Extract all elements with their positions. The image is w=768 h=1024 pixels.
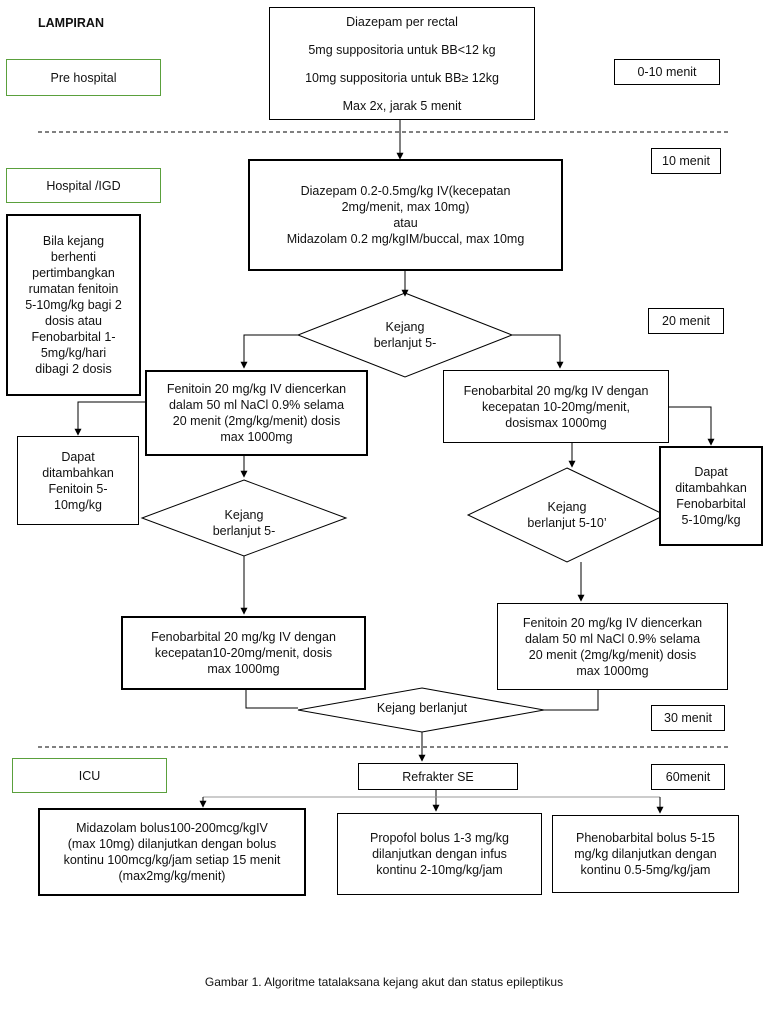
decision-line: Kejang [547, 500, 587, 514]
box-line: rumatan fenitoin [28, 282, 119, 296]
box-line: mg/kg dilanjutkan dengan [574, 847, 717, 861]
box-line: 2mg/menit, max 10mg) [341, 200, 470, 214]
box-dapat-fenitoin: Dapat ditambahkan Fenitoin 5- 10mg/kg [17, 436, 139, 525]
decision-diamond [466, 467, 667, 563]
box-fenobarbital-right: Fenobarbital 20 mg/kg IV dengan kecepata… [443, 370, 669, 443]
box-line: 5mg/kg/hari [40, 346, 107, 360]
decision-line: berlanjut 5- [373, 336, 437, 350]
box-fenobarbital-left: Fenobarbital 20 mg/kg IV dengan kecepata… [121, 616, 366, 690]
time-label: 10 menit [651, 148, 721, 174]
box-midazolam: Midazolam bolus100-200mcg/kgIV (max 10mg… [38, 808, 306, 896]
box-line: 5-10mg/kg [681, 513, 741, 527]
box-line: kontinu 100mcg/kg/jam setiap 15 menit [63, 853, 281, 867]
box-line: ditambahkan [42, 465, 114, 480]
box-diazepam-rectal: Diazepam per rectal 5mg suppositoria unt… [269, 7, 535, 120]
box-line: pertimbangkan [32, 266, 115, 280]
box-line: dosis atau [45, 314, 102, 328]
box-refrakter-se: Refrakter SE [358, 763, 518, 790]
box-line: max 1000mg [576, 663, 649, 678]
box-line: 5mg suppositoria untuk BB<12 kg [308, 42, 496, 57]
box-line: dalam 50 ml NaCl 0.9% selama [524, 631, 701, 646]
box-line: atau [393, 216, 418, 230]
box-line: Fenobarbital [676, 497, 746, 511]
phase-label-icu: ICU [12, 758, 167, 793]
box-line: Fenobarbital 20 mg/kg IV dengan [151, 630, 336, 644]
box-line: Fenitoin 20 mg/kg IV diencerkan [166, 382, 347, 396]
box-line: 20 menit (2mg/kg/menit) dosis [528, 647, 697, 662]
box-line: dibagi 2 dosis [35, 362, 112, 376]
box-line: dilanjutkan dengan infus [372, 847, 507, 861]
box-line: Propofol bolus 1-3 mg/kg [370, 831, 509, 845]
decision-label: Kejang berlanjut [342, 700, 502, 716]
box-line: Fenitoin 5- [48, 481, 108, 496]
box-line: kontinu 0.5-5mg/kg/jam [580, 863, 711, 877]
figure-caption: Gambar 1. Algoritme tatalaksana kejang a… [204, 975, 564, 989]
decision-line: Kejang berlanjut [376, 701, 468, 715]
box-line: Midazolam 0.2 mg/kgIM/buccal, max 10mg [286, 232, 525, 246]
box-line: Fenitoin 20 mg/kg IV diencerkan [522, 615, 703, 630]
box-line: max 1000mg [207, 662, 280, 676]
decision-line: Kejang [224, 508, 264, 522]
box-line: dosismax 1000mg [505, 415, 607, 430]
box-line: 10mg/kg [54, 497, 102, 512]
box-phenobarbital: Phenobarbital bolus 5-15 mg/kg dilanjutk… [552, 815, 739, 893]
box-line: 10mg suppositoria untuk BB≥ 12kg [305, 70, 499, 85]
box-line: Fenobarbital 20 mg/kg IV dengan [463, 383, 649, 398]
box-line: berhenti [50, 250, 97, 264]
decision-line: Kejang [385, 320, 425, 334]
box-line: Fenobarbital 1- [31, 330, 116, 344]
box-line: kecepatan 10-20mg/menit, [481, 399, 630, 414]
box-line: Diazepam 0.2-0.5mg/kg IV(kecepatan [300, 184, 511, 198]
time-label: 30 menit [651, 705, 725, 731]
phase-label-hospital: Hospital /IGD [6, 168, 161, 203]
decision-label: Kejang berlanjut 5- [345, 319, 465, 351]
box-line: ditambahkan [675, 481, 747, 495]
box-line: max 1000mg [220, 430, 293, 444]
box-line: Phenobarbital bolus 5-15 [576, 831, 715, 845]
box-line: Dapat [61, 449, 95, 464]
box-line: (max2mg/kg/menit) [118, 869, 226, 883]
box-line: Max 2x, jarak 5 menit [342, 98, 462, 113]
box-fenitoin-right: Fenitoin 20 mg/kg IV diencerkan dalam 50… [497, 603, 728, 690]
box-line: Dapat [694, 465, 728, 479]
box-fenitoin-left: Fenitoin 20 mg/kg IV diencerkan dalam 50… [145, 370, 368, 456]
box-line: dalam 50 ml NaCl 0.9% selama [168, 398, 345, 412]
time-label: 60menit [651, 764, 725, 790]
box-line: 5-10mg/kg bagi 2 [25, 298, 122, 312]
box-bila-kejang-berhenti: Bila kejang berhenti pertimbangkan rumat… [6, 214, 141, 396]
box-line: kecepatan10-20mg/menit, dosis [154, 646, 333, 660]
box-line: 20 menit (2mg/kg/menit) dosis [172, 414, 341, 428]
decision-line: berlanjut 5- [212, 524, 276, 538]
decision-label: Kejang berlanjut 5-10’ [507, 499, 627, 531]
box-line: Bila kejang [42, 234, 105, 248]
decision-diamond [296, 292, 514, 378]
decision-label: Kejang berlanjut 5- [184, 507, 304, 539]
box-diazepam-iv: Diazepam 0.2-0.5mg/kg IV(kecepatan 2mg/m… [248, 159, 563, 271]
box-propofol: Propofol bolus 1-3 mg/kg dilanjutkan den… [337, 813, 542, 895]
box-line: kontinu 2-10mg/kg/jam [376, 863, 503, 877]
box-line: (max 10mg) dilanjutkan dengan bolus [67, 837, 277, 851]
box-line: Midazolam bolus100-200mcg/kgIV [76, 821, 268, 835]
time-label: 20 menit [648, 308, 724, 334]
phase-label-pre-hospital: Pre hospital [6, 59, 161, 96]
time-label: 0-10 menit [614, 59, 720, 85]
page-heading: LAMPIRAN [38, 16, 104, 30]
box-line: Refrakter SE [402, 769, 474, 784]
box-dapat-fenobarbital: Dapat ditambahkan Fenobarbital 5-10mg/kg [659, 446, 763, 546]
decision-line: berlanjut 5-10’ [527, 516, 607, 530]
box-line: Diazepam per rectal [346, 14, 458, 29]
